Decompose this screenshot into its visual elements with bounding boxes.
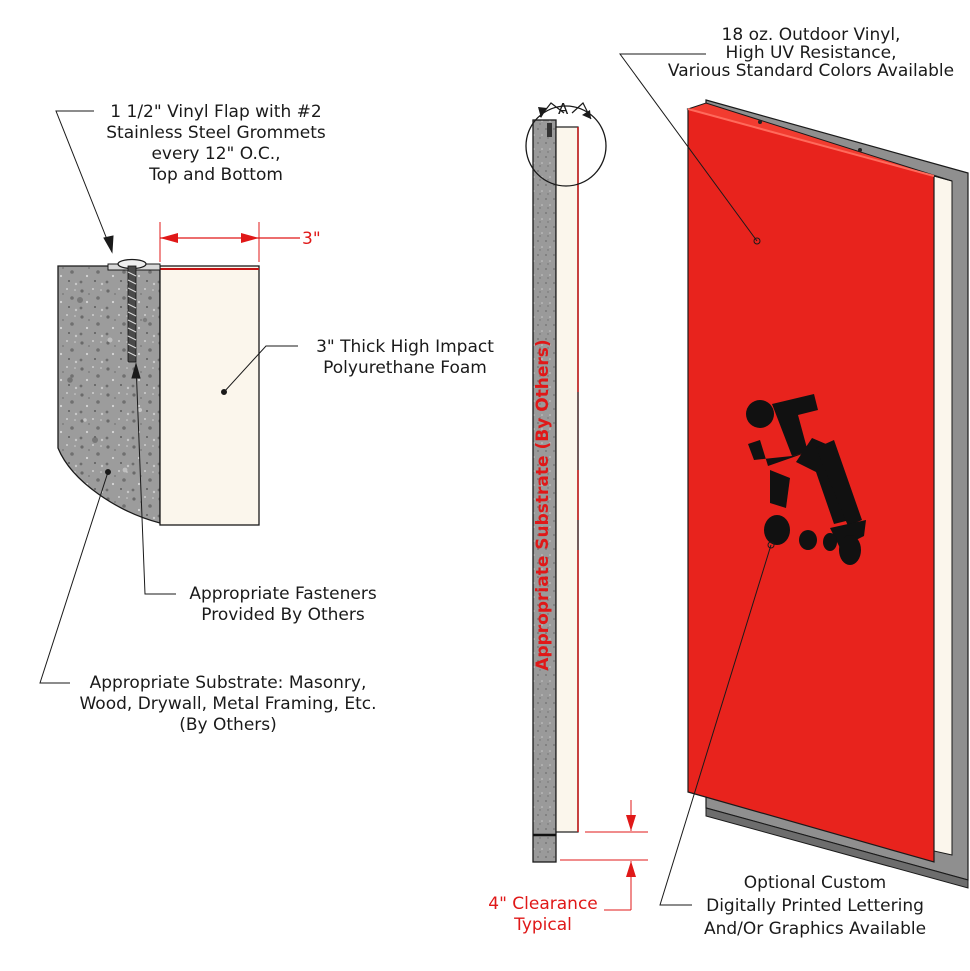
label-fasteners: Appropriate Fasteners Provided By Others [178,584,388,626]
label-vinyl-line2: High UV Resistance, [725,43,897,63]
label-vinyl-flap: 1 1/2" Vinyl Flap with #2 Stainless Stee… [96,102,336,186]
label-substrate-line1: Appropriate Substrate: Masonry, [89,673,367,693]
detail-circle-icon [525,105,607,187]
section-foam [159,265,260,526]
label-substrate-line3: (By Others) [179,715,277,735]
label-clearance: 4" Clearance Typical [476,894,610,936]
label-vinyl-flap-line2: Stainless Steel Grommets [106,123,326,143]
label-detail-marker: A [558,100,569,118]
label-foam-line1: 3" Thick High Impact [316,337,494,357]
label-foam-line2: Polyurethane Foam [323,358,487,378]
label-vinyl: 18 oz. Outdoor Vinyl, High UV Resistance… [652,26,970,80]
label-vinyl-line1: 18 oz. Outdoor Vinyl, [721,25,901,45]
label-fasteners-line2: Provided By Others [201,605,365,625]
label-foam: 3" Thick High Impact Polyurethane Foam [300,337,510,379]
label-vertical-substrate: Appropriate Substrate (By Others) [533,339,553,671]
section-detail [57,222,300,526]
label-thickness-dim: 3" [302,229,321,249]
section-substrate [57,265,161,524]
label-substrate-line2: Wood, Drywall, Metal Framing, Etc. [79,694,377,714]
label-fasteners-line1: Appropriate Fasteners [189,584,377,604]
label-clearance-line2: Typical [514,915,572,935]
pad-vinyl-face [687,108,935,863]
side-view [525,102,648,911]
label-vinyl-flap-line1: 1 1/2" Vinyl Flap with #2 [110,102,322,122]
label-clearance-line1: 4" Clearance [488,894,598,914]
running-figure-icon [746,394,866,565]
label-vinyl-line3: Various Standard Colors Available [667,61,955,81]
label-substrate: Appropriate Substrate: Masonry, Wood, Dr… [69,673,387,736]
leader-lines-left [39,110,298,684]
leader-lines-right [619,53,775,906]
label-graphics-line2: Digitally Printed Lettering [706,896,924,916]
label-vinyl-flap-line4: Top and Bottom [149,165,283,185]
label-graphics-line3: And/Or Graphics Available [703,919,927,939]
side-foam [555,126,579,833]
pad-3d-view [686,99,969,889]
pad-foam-edge [933,175,953,856]
label-graphics: Optional Custom Digitally Printed Letter… [690,872,940,941]
label-vinyl-flap-line3: every 12" O.C., [151,144,281,164]
label-graphics-line1: Optional Custom [743,873,887,893]
